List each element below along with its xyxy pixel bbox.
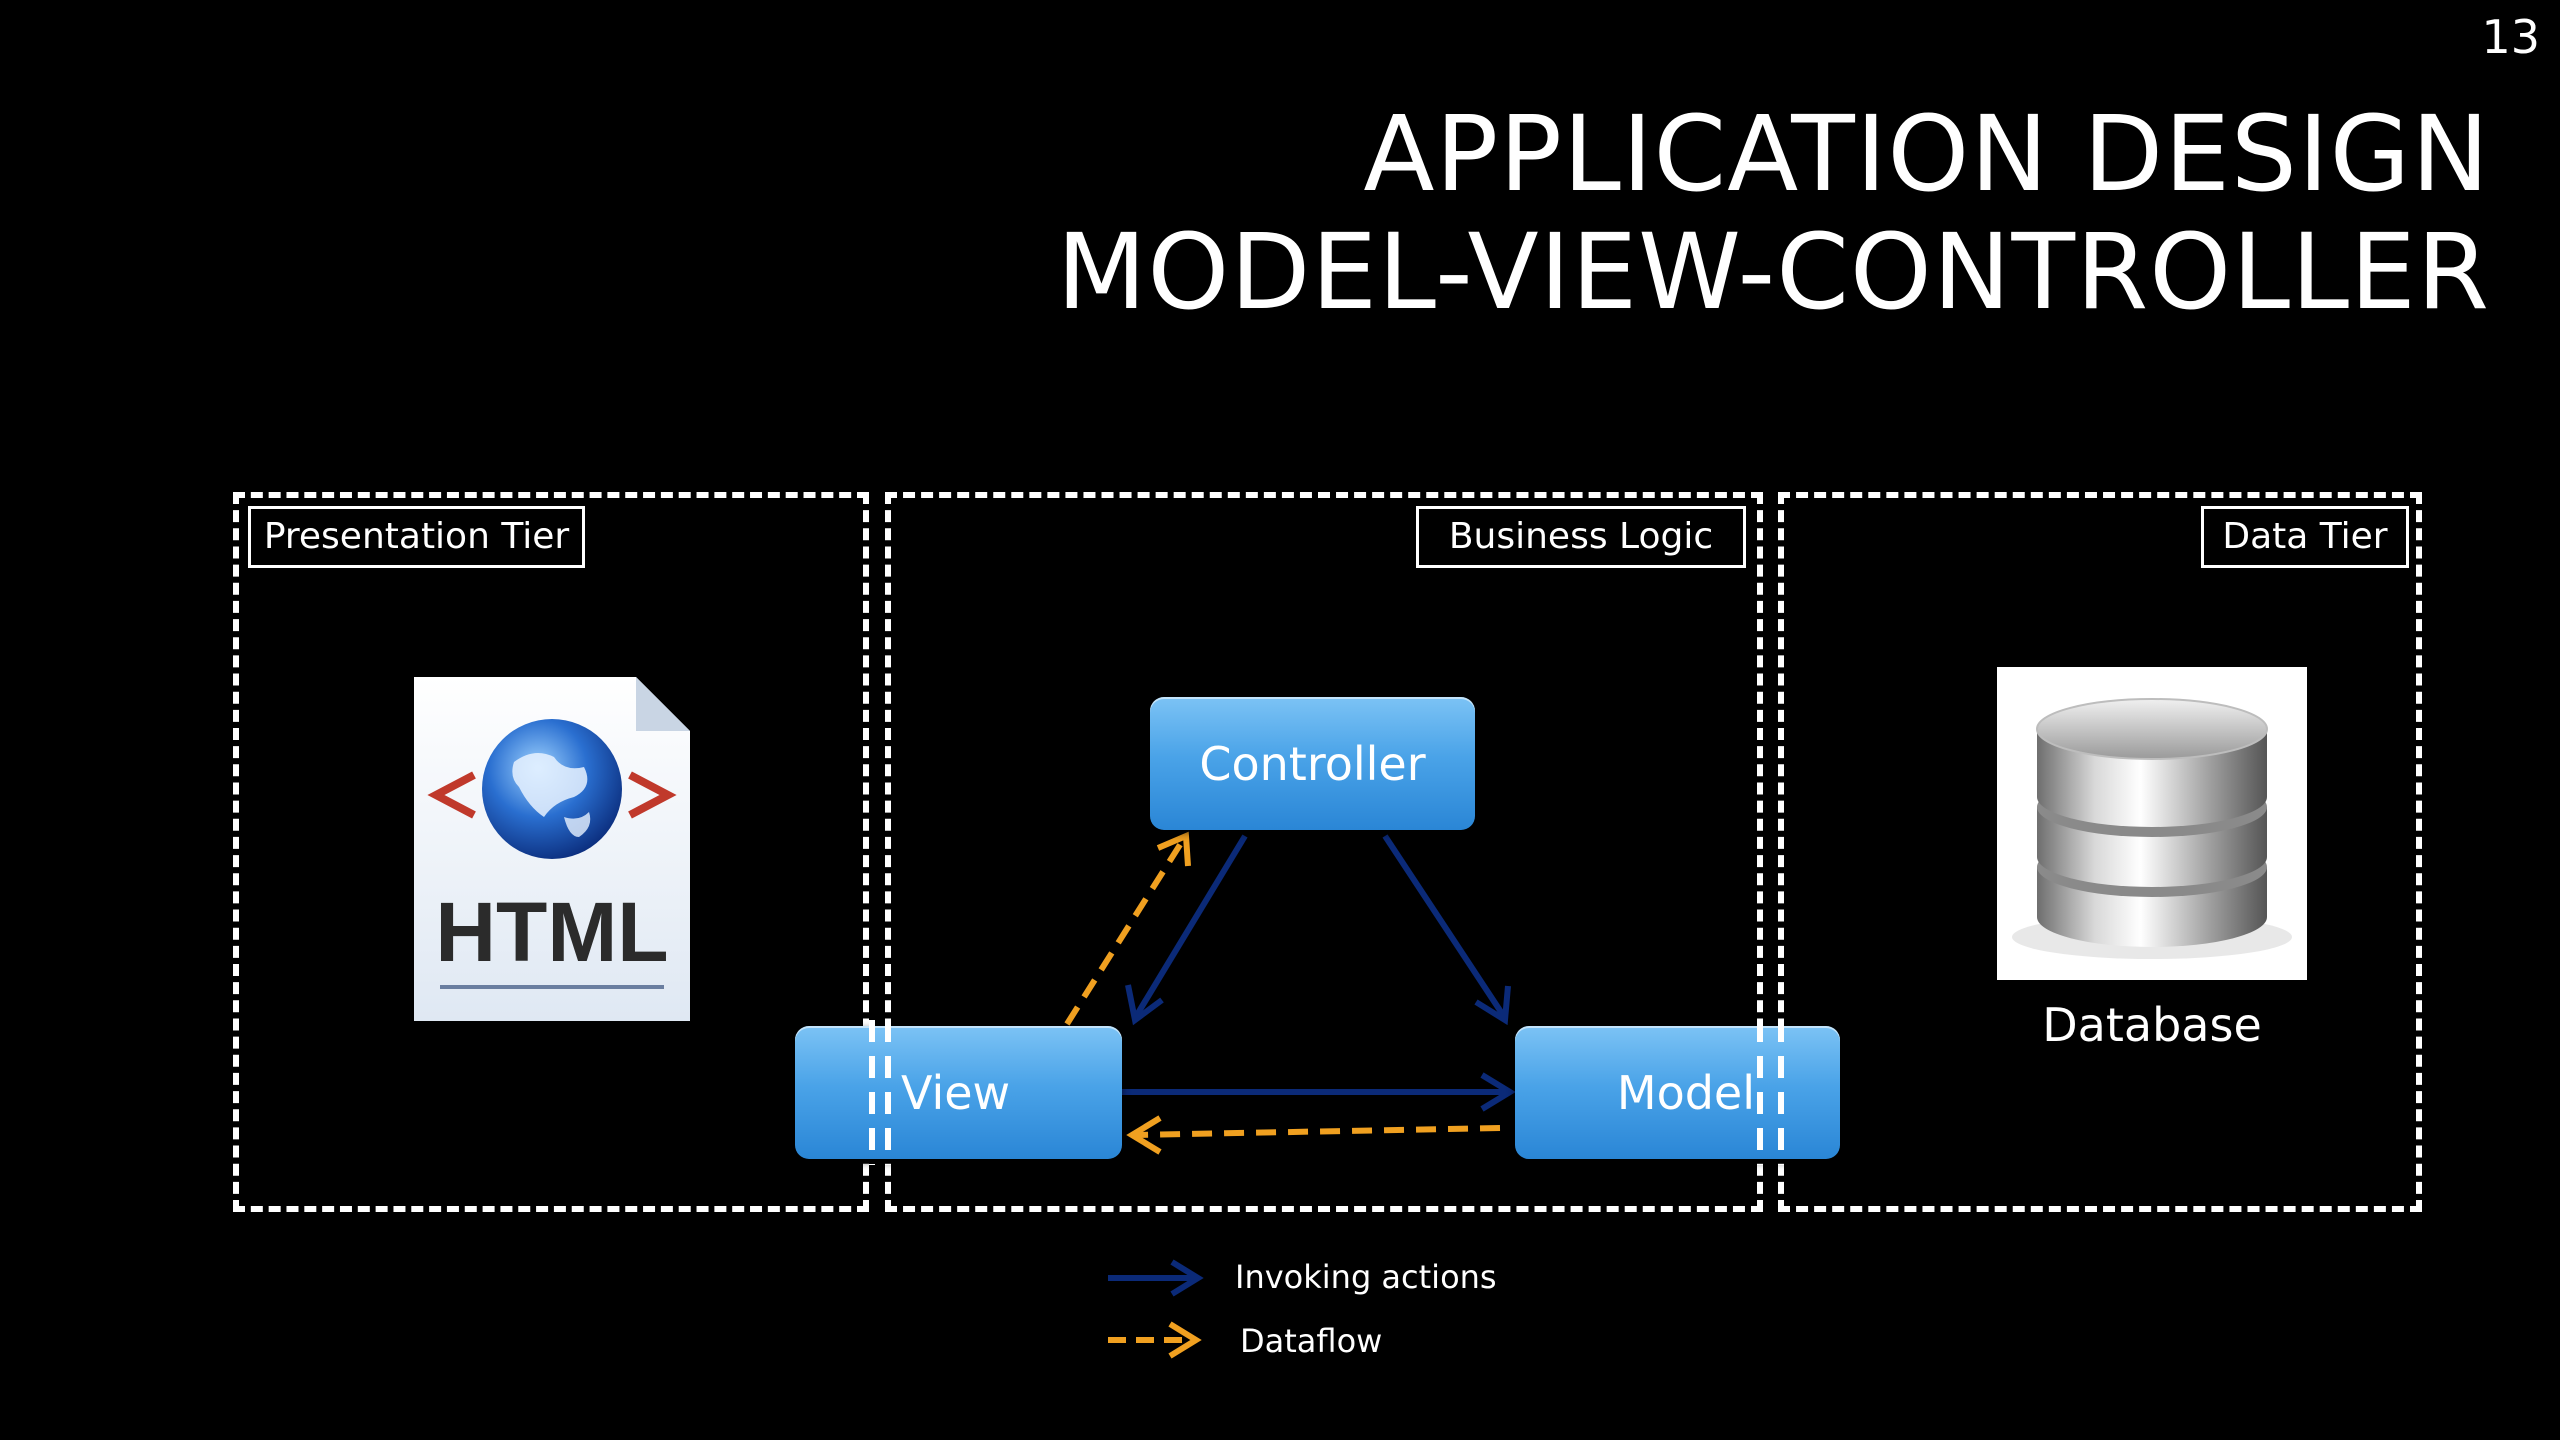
- model-box: Model: [1515, 1026, 1840, 1159]
- slide-number: 13: [2481, 10, 2540, 64]
- controller-label: Controller: [1199, 736, 1426, 791]
- database-cylinder-icon: [2012, 698, 2292, 959]
- html-icon-text: HTML: [435, 885, 668, 979]
- view-label: View: [901, 1065, 1011, 1120]
- database-icon-frame: [1997, 667, 2307, 980]
- title-line-1: APPLICATION DESIGN: [1363, 93, 2490, 215]
- legend-dataflow-label: Dataflow: [1240, 1322, 1383, 1360]
- presentation-tier-boundary: [233, 492, 869, 1212]
- business-logic-tier-boundary: [885, 492, 1763, 1212]
- presentation-tier-label: Presentation Tier: [248, 506, 585, 568]
- database-label: Database: [2042, 998, 2262, 1052]
- legend-dataflow-arrow-icon: [1108, 1321, 1202, 1359]
- legend-invoking-arrow-icon: [1108, 1259, 1204, 1297]
- title-line-2: MODEL-VIEW-CONTROLLER: [1056, 211, 2490, 333]
- legend-invoking-label: Invoking actions: [1235, 1258, 1497, 1296]
- business-logic-label: Business Logic: [1416, 506, 1746, 568]
- slide-title: APPLICATION DESIGN MODEL-VIEW-CONTROLLER: [1057, 95, 2490, 331]
- controller-box: Controller: [1150, 697, 1475, 830]
- model-label: Model: [1616, 1065, 1755, 1120]
- view-box: View: [795, 1026, 1122, 1159]
- html-document-globe-icon: HTML: [414, 677, 690, 1021]
- data-tier-label: Data Tier: [2201, 506, 2409, 568]
- data-tier-boundary: [1778, 492, 2422, 1212]
